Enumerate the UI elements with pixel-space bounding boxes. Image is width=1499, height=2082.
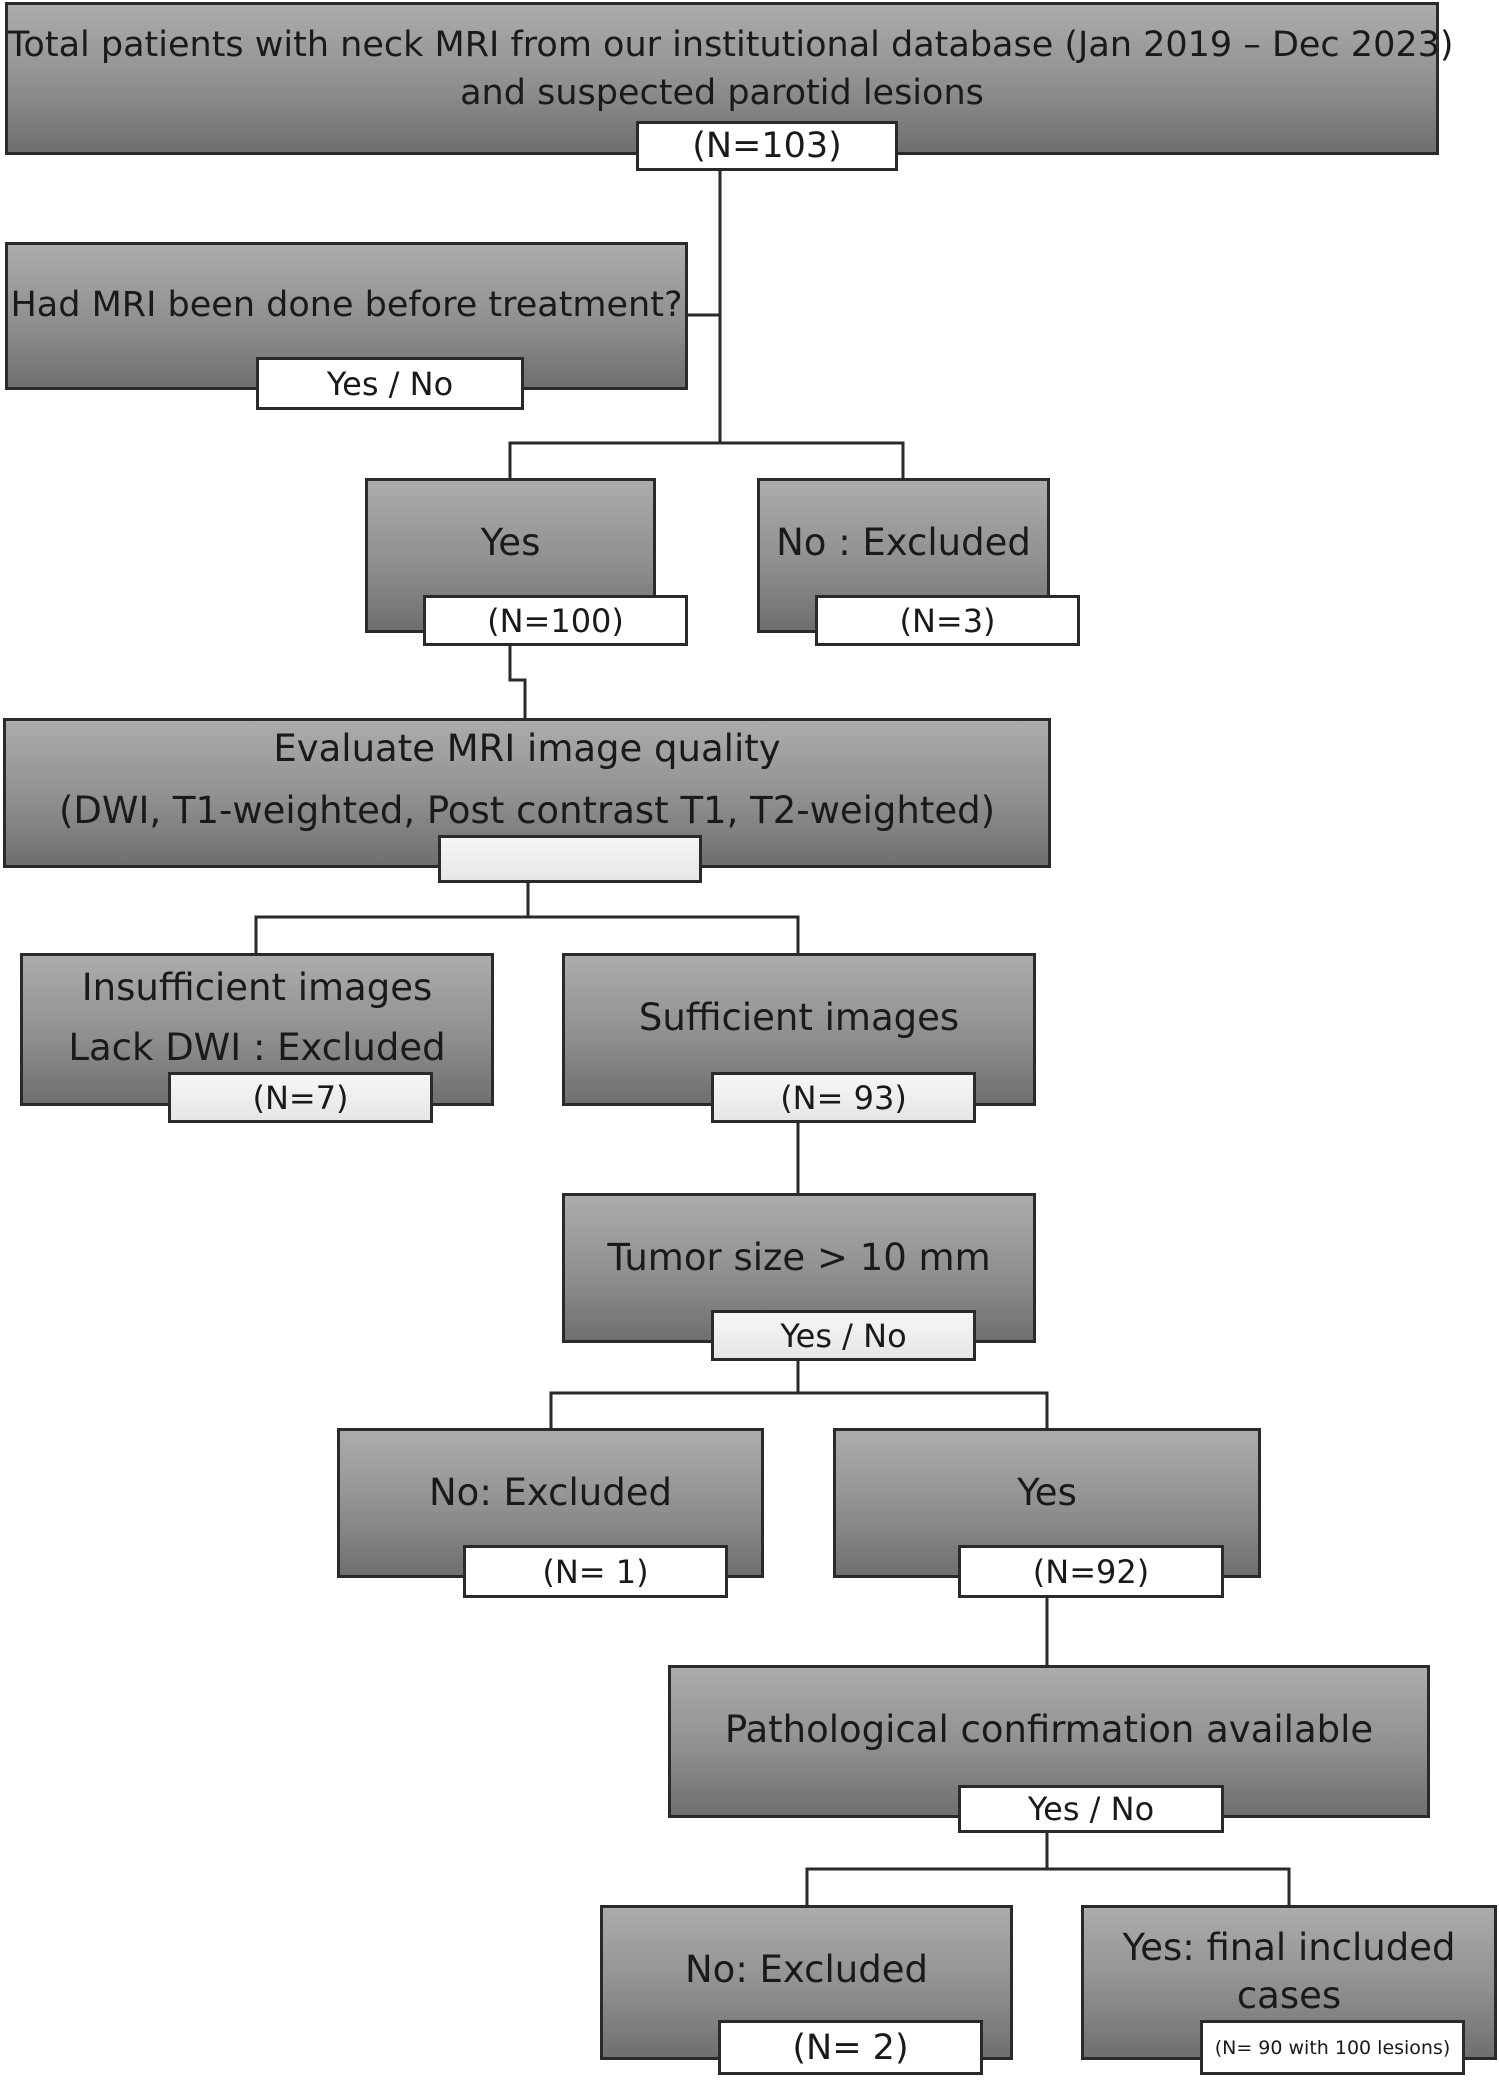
insufficient-line2: Lack DWI : Excluded bbox=[68, 1026, 446, 1069]
pathology-text: Pathological confirmation available bbox=[724, 1708, 1374, 1751]
connector-pathology-branches bbox=[805, 1867, 1291, 1905]
total-line2: and suspected parotid lesions bbox=[460, 73, 984, 113]
pretreatment-no-count: (N=3) bbox=[815, 595, 1080, 646]
pathology-options: Yes / No bbox=[958, 1785, 1224, 1833]
pretreatment-no-text: No : Excluded bbox=[776, 521, 1031, 564]
tumor-size-text: Tumor size > 10 mm bbox=[607, 1236, 991, 1279]
tumor-size-box: Tumor size > 10 mm bbox=[562, 1193, 1036, 1343]
size-no-count: (N= 1) bbox=[463, 1545, 728, 1598]
size-yes-text: Yes bbox=[1017, 1471, 1077, 1514]
pretreatment-yes-text: Yes bbox=[480, 521, 541, 564]
sufficient-count: (N= 93) bbox=[711, 1072, 976, 1123]
size-yes-count: (N=92) bbox=[958, 1545, 1224, 1598]
total-line1: Total patients with neck MRI from our in… bbox=[8, 25, 1454, 65]
connector-split-yes-no bbox=[508, 441, 905, 478]
path-yes-line2: cases bbox=[1236, 1974, 1342, 2017]
pretreatment-yes-count: (N=100) bbox=[423, 595, 688, 646]
insufficient-count: (N=7) bbox=[168, 1072, 433, 1123]
connector-yes-to-quality bbox=[508, 645, 527, 718]
image-quality-line2: (DWI, T1-weighted, Post contrast T1, T2-… bbox=[58, 789, 996, 832]
connector-size-branches bbox=[549, 1391, 1049, 1428]
image-quality-line1: Evaluate MRI image quality bbox=[273, 727, 781, 770]
connector-quality-branches bbox=[254, 915, 800, 953]
pretreatment-options-label: Yes / No bbox=[256, 357, 524, 410]
path-yes-count: (N= 90 with 100 lesions) bbox=[1200, 2020, 1465, 2075]
path-yes-line1: Yes: final included bbox=[1122, 1926, 1456, 1969]
pretreatment-question-text: Had MRI been done before treatment? bbox=[10, 285, 683, 325]
path-no-text: No: Excluded bbox=[685, 1948, 928, 1991]
insufficient-line1: Insufficient images bbox=[81, 966, 433, 1009]
path-no-count: (N= 2) bbox=[718, 2020, 983, 2075]
image-quality-blank-label bbox=[438, 835, 702, 883]
sufficient-text: Sufficient images bbox=[638, 996, 960, 1039]
tumor-size-options: Yes / No bbox=[711, 1310, 976, 1361]
size-no-text: No: Excluded bbox=[429, 1471, 672, 1514]
total-count-label: (N=103) bbox=[636, 121, 898, 171]
